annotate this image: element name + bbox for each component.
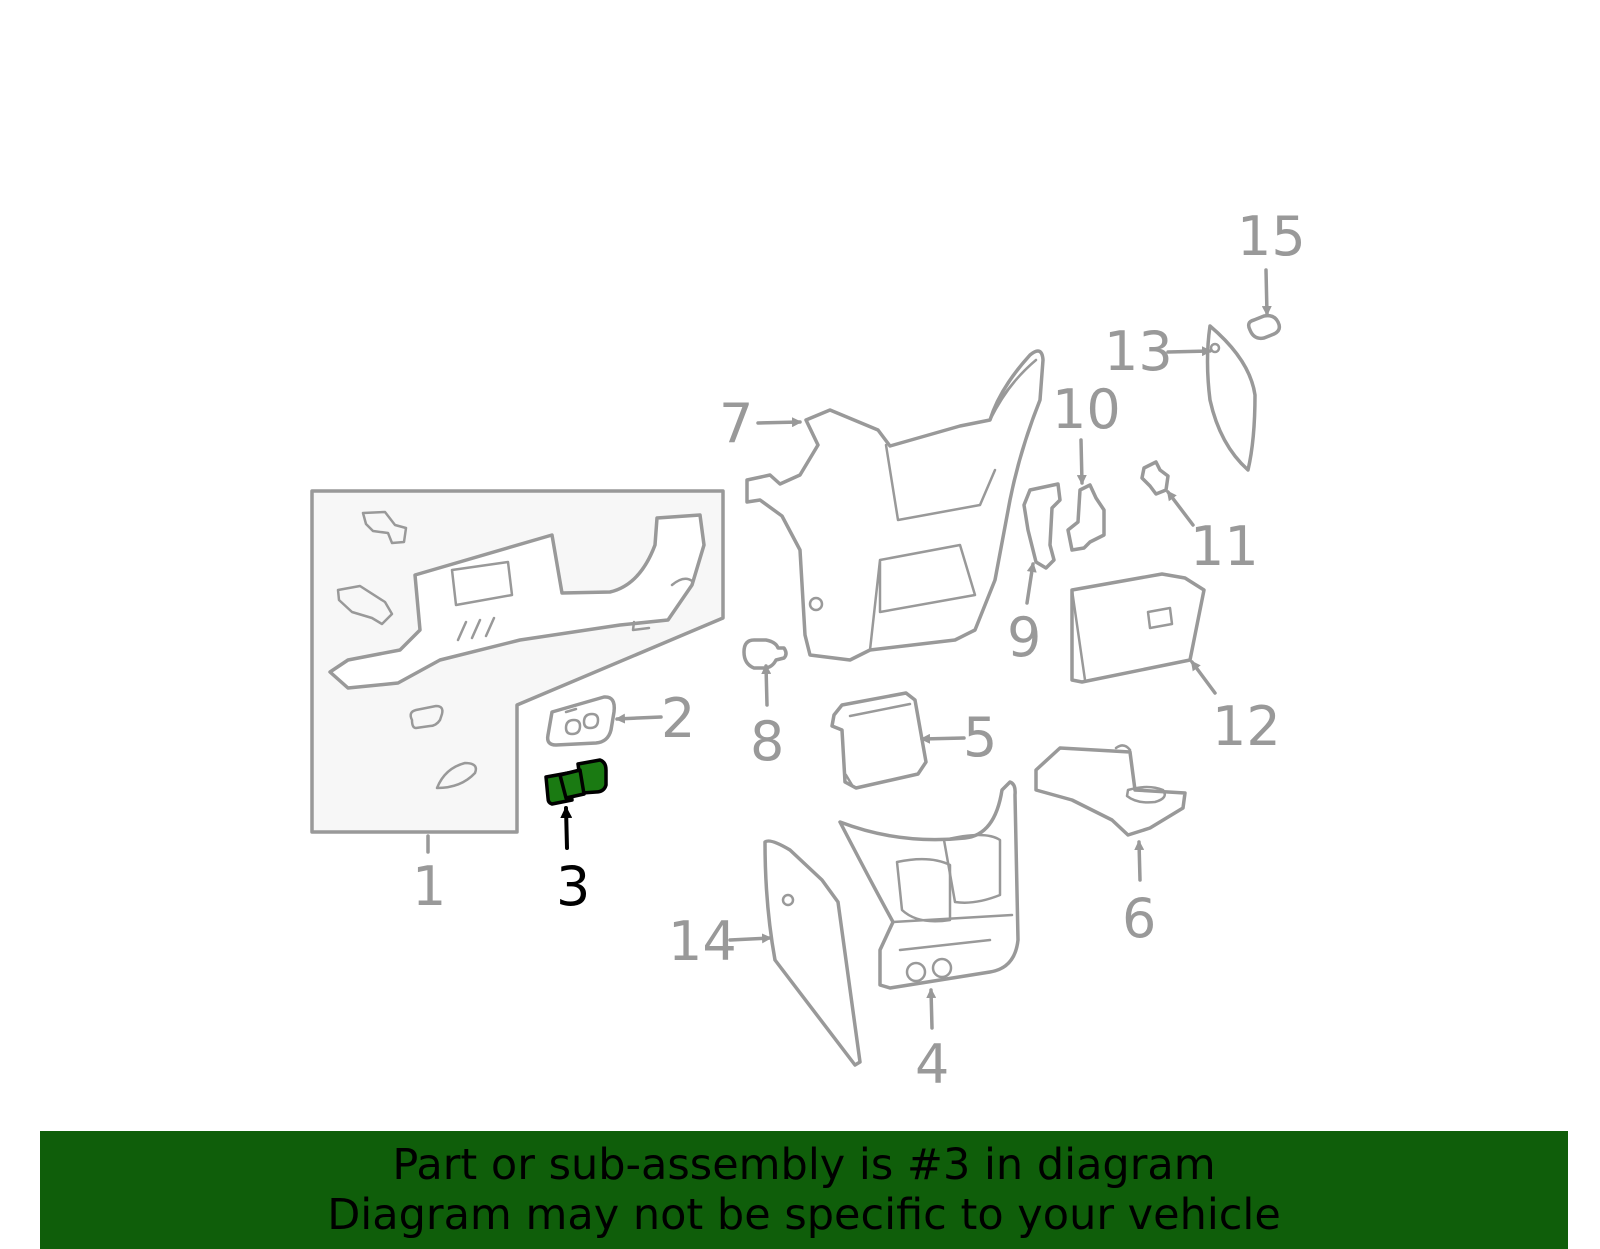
part-15-clip (1246, 313, 1282, 341)
callout-4: 4 (915, 1033, 949, 1096)
part-1-screw (409, 704, 444, 730)
callout-15: 15 (1237, 205, 1306, 268)
leader-2 (615, 713, 663, 724)
callout-labels: 1 2 3 4 5 6 7 8 9 10 11 12 13 14 15 (412, 205, 1306, 1096)
part-1-clip-c (435, 761, 478, 790)
leader-3 (560, 806, 573, 850)
leader-9 (1025, 562, 1037, 605)
callout-7: 7 (719, 392, 753, 455)
part-9-bracket (1022, 482, 1062, 570)
part-6-cup-holder (1034, 744, 1187, 837)
info-banner: Part or sub-assembly is #3 in diagram Di… (40, 1131, 1568, 1249)
leader-4 (926, 988, 937, 1030)
part-5-module (830, 691, 928, 790)
leader-14 (728, 933, 772, 944)
part-13-side-panel (1205, 324, 1257, 472)
part-1-lower-panel (310, 489, 725, 834)
leader-15 (1261, 268, 1272, 316)
leader-11 (1166, 490, 1195, 527)
part-1-clip-a (361, 510, 408, 545)
part-8-clip (742, 638, 788, 670)
part-12-glove-box (1070, 572, 1206, 684)
part-10-hinge (1066, 483, 1106, 552)
part-14-side-cover (763, 839, 862, 1067)
callout-13: 13 (1104, 320, 1173, 383)
leader-12 (1190, 660, 1217, 695)
callout-5: 5 (963, 706, 997, 769)
part-11-latch (1140, 460, 1170, 496)
leader-10 (1076, 438, 1087, 485)
callout-3: 3 (556, 855, 590, 918)
callout-11: 11 (1190, 515, 1259, 578)
banner-line-disclaimer: Diagram may not be specific to your vehi… (327, 1190, 1281, 1240)
callout-8: 8 (750, 710, 784, 773)
callout-6: 6 (1122, 887, 1156, 950)
leader-13 (1166, 346, 1212, 357)
callout-1: 1 (412, 855, 446, 918)
part-1-clip-b (336, 584, 394, 626)
part-3-switch-highlighted (544, 758, 608, 806)
part-7-reinforcement (745, 349, 1045, 662)
callout-10: 10 (1052, 378, 1121, 441)
parts-diagram: 1 2 3 4 5 6 7 8 9 10 11 12 13 14 15 (310, 205, 1306, 1096)
leader-6 (1134, 840, 1145, 882)
callout-12: 12 (1212, 695, 1281, 758)
part-1-panel (328, 513, 706, 690)
leader-lines (426, 268, 1272, 1030)
leader-5 (920, 733, 966, 744)
leader-7 (756, 417, 802, 428)
part-4-console-bezel (838, 780, 1020, 990)
callout-2: 2 (661, 687, 695, 750)
banner-line-part-info: Part or sub-assembly is #3 in diagram (392, 1140, 1216, 1190)
callout-14: 14 (668, 910, 737, 973)
leader-8 (761, 664, 772, 707)
part-2-switch-bezel (545, 695, 617, 747)
callout-9: 9 (1007, 606, 1041, 669)
